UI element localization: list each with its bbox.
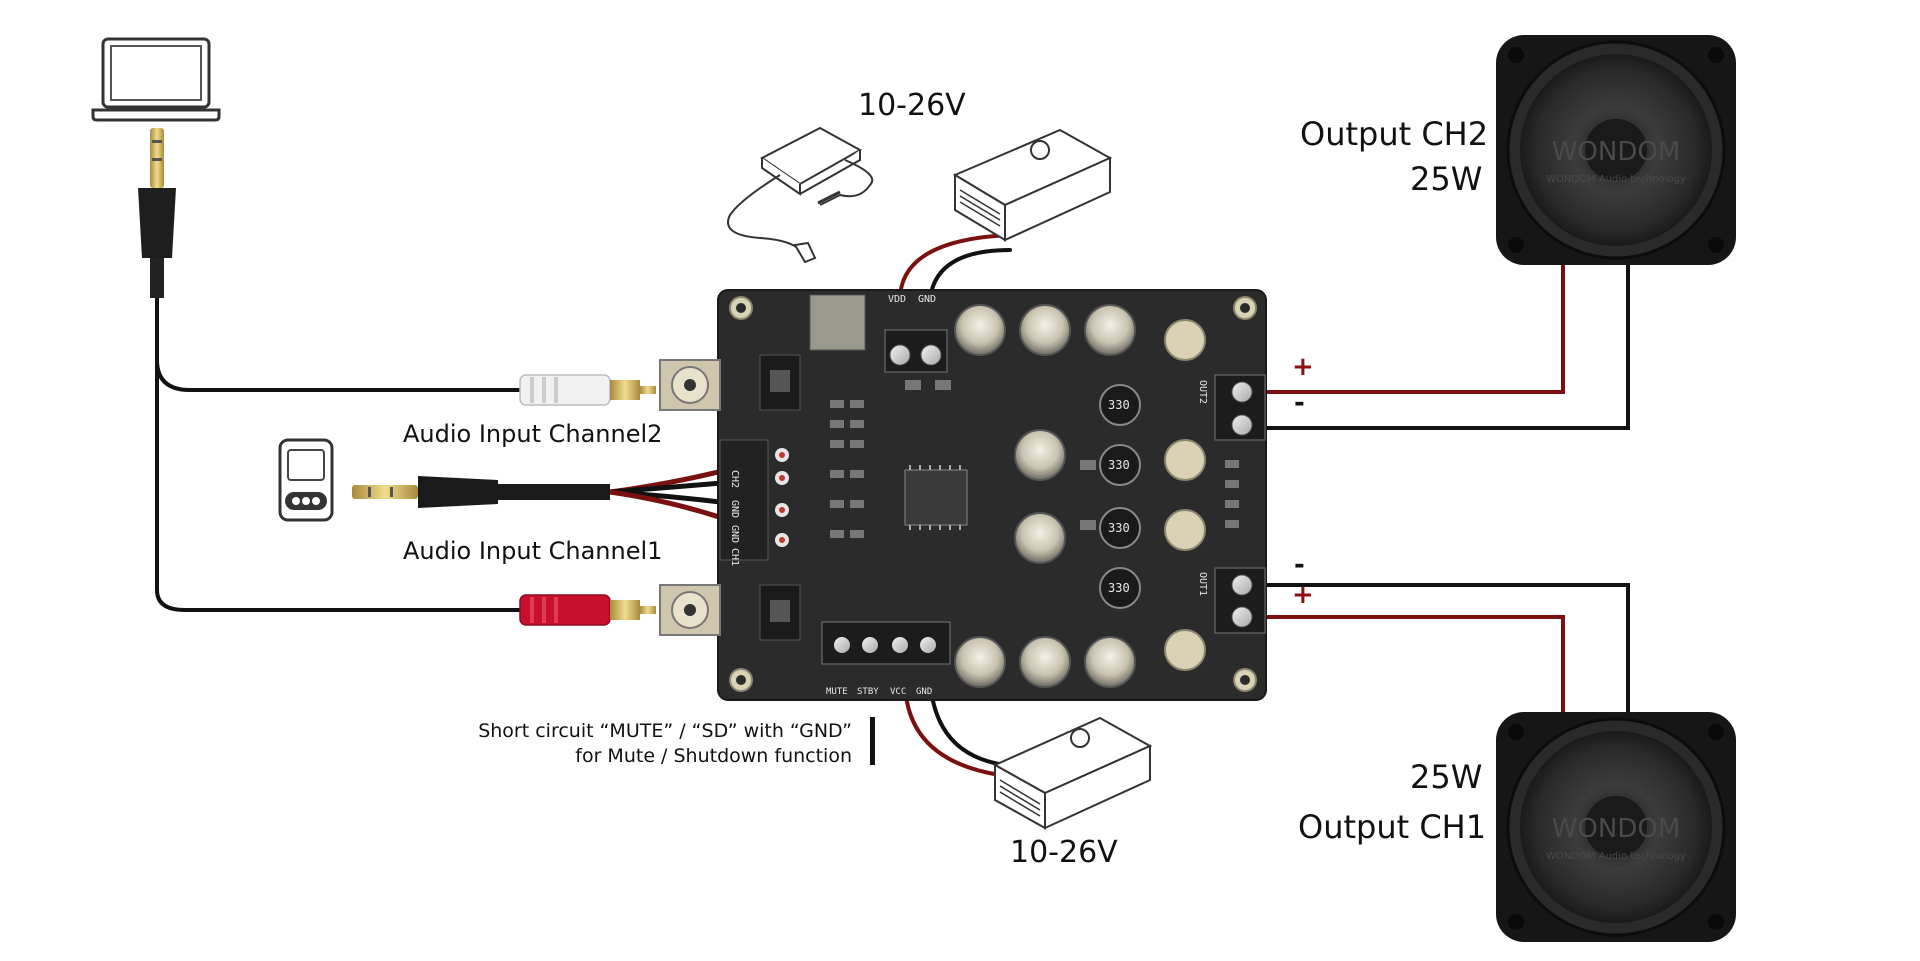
pin-label-ch1: CH1 <box>729 548 740 566</box>
output-ch2-power-label: 25W <box>1410 160 1483 198</box>
inductor-block <box>809 294 866 351</box>
rca-socket-ch2 <box>659 354 801 411</box>
power-terminal-top: VDD GND <box>884 294 948 373</box>
laptop-audio-jack <box>138 128 176 298</box>
capacitors <box>954 304 1136 688</box>
out1-label: OUT1 <box>1197 572 1208 596</box>
output-ch2-label: Output CH2 <box>1300 115 1489 153</box>
mp3-audio-plug <box>352 476 610 508</box>
pin-label-gnd2: GND <box>729 525 740 543</box>
header-label-gnd: GND <box>916 687 932 697</box>
speaker-ch1-brand-sub: WONDOM Audio technology <box>1546 851 1686 862</box>
speaker-ch2-brand: WONDOM <box>1552 137 1681 167</box>
speaker-ch1: WONDOM WONDOM Audio technology <box>1496 712 1736 942</box>
wires <box>155 233 1630 777</box>
rca-plug-red <box>519 594 656 626</box>
output-ch1-power-label: 25W <box>1410 758 1483 796</box>
power-adapter-icon <box>727 126 874 264</box>
output-terminal-ch1: OUT1 <box>1197 567 1266 634</box>
power-bottom-label: 10-26V <box>1010 835 1118 870</box>
ch2-minus-sign: - <box>1294 388 1305 418</box>
header-label-mute: MUTE <box>826 687 848 697</box>
inductor-label-1: 330 <box>1108 398 1130 412</box>
mute-note-line1: Short circuit “MUTE” / “SD” with “GND” <box>478 720 852 742</box>
mute-note-bar <box>870 717 875 765</box>
amplifier-chip <box>904 469 968 526</box>
input-pin-header: CH2 GND GND CH1 <box>719 439 789 566</box>
terminal-label-vdd: VDD <box>888 294 906 305</box>
ch1-black-wire <box>1260 583 1630 714</box>
power-supply-top <box>952 128 1113 242</box>
pin-label-gnd1: GND <box>729 500 740 518</box>
terminal-label-gnd: GND <box>918 294 936 305</box>
inductor-label-4: 330 <box>1108 581 1130 595</box>
speaker-ch1-brand: WONDOM <box>1552 814 1681 844</box>
mp3-player-icon <box>278 438 334 522</box>
audio-input-ch1-label: Audio Input Channel1 <box>403 537 663 565</box>
pin-label-ch2: CH2 <box>729 470 740 488</box>
header-label-stby: STBY <box>857 687 879 697</box>
output-inductors <box>1099 384 1141 609</box>
mute-note-line2: for Mute / Shutdown function <box>575 745 852 767</box>
ch2-red-wire <box>1260 263 1565 394</box>
ch2-black-wire <box>1260 263 1630 430</box>
rca-plug-white <box>519 374 656 406</box>
rca-socket-ch1 <box>659 584 801 641</box>
power-supply-bottom <box>992 716 1153 830</box>
chip-pins <box>909 465 961 530</box>
power-top-label: 10-26V <box>858 88 966 123</box>
smd-components <box>830 380 1239 538</box>
speaker-ch2: WONDOM WONDOM Audio technology <box>1496 35 1736 265</box>
control-header-bottom: MUTE STBY VCC GND <box>821 621 951 697</box>
ch2-plus-sign: + <box>1292 352 1314 382</box>
output-ch1-label: Output CH1 <box>1298 808 1487 846</box>
header-label-vcc: VCC <box>890 687 906 697</box>
speaker-ch2-brand-sub: WONDOM Audio technology <box>1546 174 1686 185</box>
ch1-minus-sign: - <box>1294 550 1305 580</box>
laptop-cable-lower <box>155 358 542 612</box>
inductor-label-3: 330 <box>1108 521 1130 535</box>
audio-input-ch2-label: Audio Input Channel2 <box>403 420 663 448</box>
laptop-icon <box>91 37 221 122</box>
pads-right <box>1164 319 1206 671</box>
out2-label: OUT2 <box>1197 380 1208 404</box>
ch1-red-wire <box>1260 615 1565 714</box>
ch1-plus-sign: + <box>1292 580 1314 610</box>
laptop-cable-upper <box>155 288 542 392</box>
output-terminal-ch2: OUT2 <box>1197 374 1266 441</box>
inductor-label-2: 330 <box>1108 458 1130 472</box>
amplifier-board: CH2 GND GND CH1 VDD GND MUTE STBY VCC GN… <box>659 289 1267 701</box>
